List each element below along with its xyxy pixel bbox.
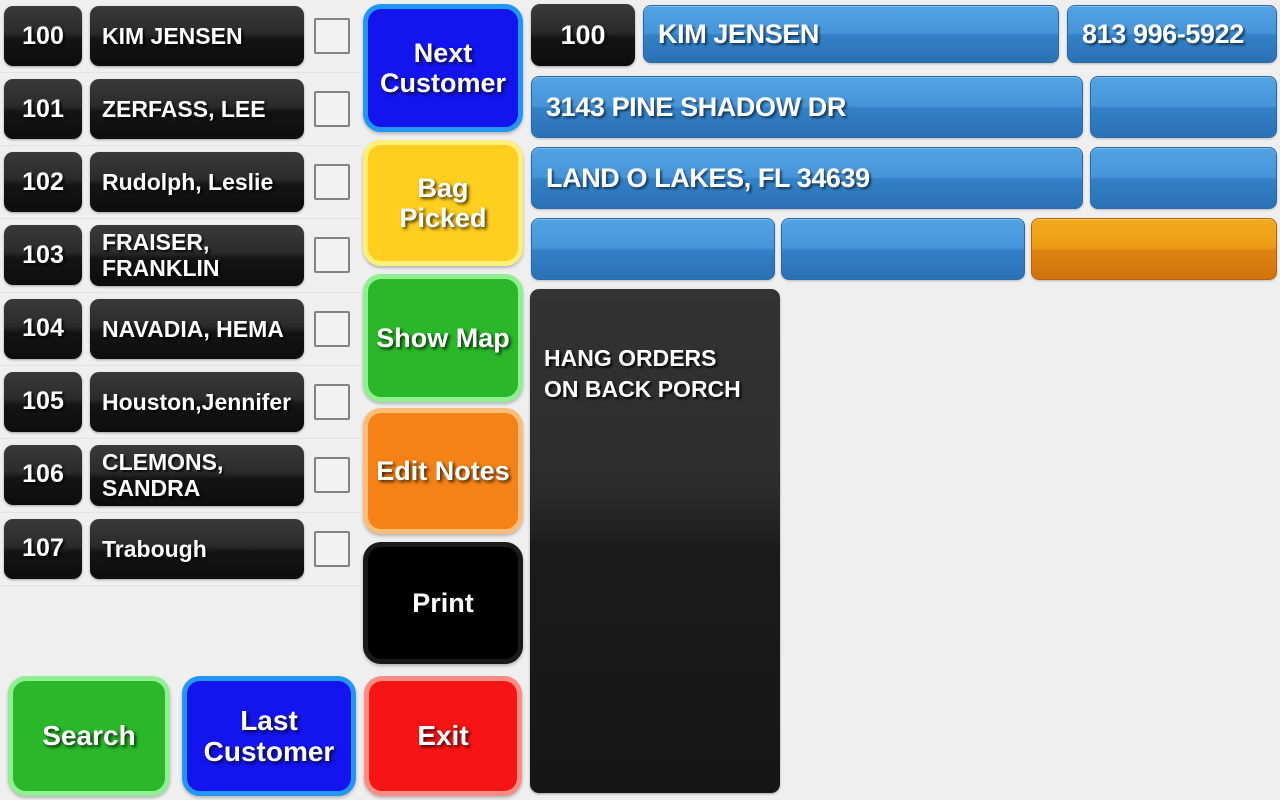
list-item-id[interactable]: 103 — [4, 225, 82, 285]
detail-name-field[interactable]: KIM JENSEN — [643, 5, 1059, 63]
show-map-label: Show Map — [376, 322, 510, 353]
detail-aux-field-1[interactable] — [1090, 76, 1277, 138]
list-item-name[interactable]: Houston,Jennifer — [90, 371, 304, 432]
list-item-name[interactable]: CLEMONS, SANDRA — [90, 444, 304, 506]
list-item-checkbox-cell — [304, 519, 360, 567]
detail-aux-field-2[interactable] — [1090, 147, 1277, 209]
print-button[interactable]: Print — [363, 542, 523, 664]
list-item-name[interactable]: NAVADIA, HEMA — [90, 298, 304, 359]
detail-name-value: KIM JENSEN — [658, 18, 820, 49]
list-item-checkbox-cell — [304, 445, 360, 493]
detail-address-value: 3143 PINE SHADOW DR — [546, 91, 846, 122]
checkbox-icon[interactable] — [314, 310, 350, 347]
edit-notes-label: Edit Notes — [376, 455, 510, 486]
list-item-checkbox-cell — [304, 6, 360, 54]
list-item-id[interactable]: 107 — [4, 518, 82, 579]
checkbox-icon[interactable] — [314, 383, 350, 420]
show-map-button[interactable]: Show Map — [363, 274, 523, 402]
list-item-name[interactable]: KIM JENSEN — [90, 6, 304, 66]
search-label: Search — [42, 720, 136, 752]
checkbox-icon[interactable] — [314, 18, 350, 54]
detail-customer-id: 100 — [531, 4, 635, 66]
customer-detail-panel: 100 KIM JENSEN 813 996-5922 3143 PINE SH… — [528, 0, 1280, 800]
list-item-id[interactable]: 105 — [4, 371, 82, 432]
list-item-checkbox-cell — [304, 299, 360, 347]
print-label: Print — [412, 587, 474, 618]
detail-phone-field[interactable]: 813 996-5922 — [1067, 5, 1277, 63]
checkbox-icon[interactable] — [314, 164, 350, 200]
edit-notes-button[interactable]: Edit Notes — [363, 408, 523, 534]
list-item-checkbox-cell — [304, 372, 360, 420]
list-item-id[interactable]: 102 — [4, 152, 82, 212]
list-item-name[interactable]: Rudolph, Leslie — [90, 152, 304, 212]
list-item-checkbox-cell — [304, 152, 360, 200]
detail-address-field[interactable]: 3143 PINE SHADOW DR — [531, 76, 1083, 138]
checkbox-icon[interactable] — [314, 530, 350, 567]
list-item-id[interactable]: 101 — [4, 79, 82, 139]
list-item-checkbox-cell — [304, 225, 360, 273]
detail-city-state-zip-field[interactable]: LAND O LAKES, FL 34639 — [531, 147, 1083, 209]
list-item-checkbox-cell — [304, 79, 360, 127]
checkbox-icon[interactable] — [314, 456, 350, 493]
list-item-name[interactable]: FRAISER, FRANKLIN — [90, 225, 304, 286]
list-item-name[interactable]: ZERFASS, LEE — [90, 79, 304, 139]
list-item-name[interactable]: Trabough — [90, 518, 304, 579]
detail-phone-value: 813 996-5922 — [1082, 18, 1244, 49]
detail-action-field[interactable] — [1031, 218, 1277, 280]
exit-label: Exit — [417, 720, 469, 752]
exit-button[interactable]: Exit — [364, 676, 522, 796]
list-item-id[interactable]: 100 — [4, 6, 82, 66]
checkbox-icon[interactable] — [314, 237, 350, 273]
list-item-id[interactable]: 104 — [4, 298, 82, 359]
detail-aux-field-3[interactable] — [531, 218, 775, 280]
list-item-id[interactable]: 106 — [4, 444, 82, 505]
detail-aux-field-4[interactable] — [781, 218, 1025, 280]
search-button[interactable]: Search — [8, 676, 170, 796]
checkbox-icon[interactable] — [314, 91, 350, 127]
detail-customer-id-label: 100 — [560, 19, 606, 50]
detail-city-state-zip-value: LAND O LAKES, FL 34639 — [546, 162, 870, 193]
